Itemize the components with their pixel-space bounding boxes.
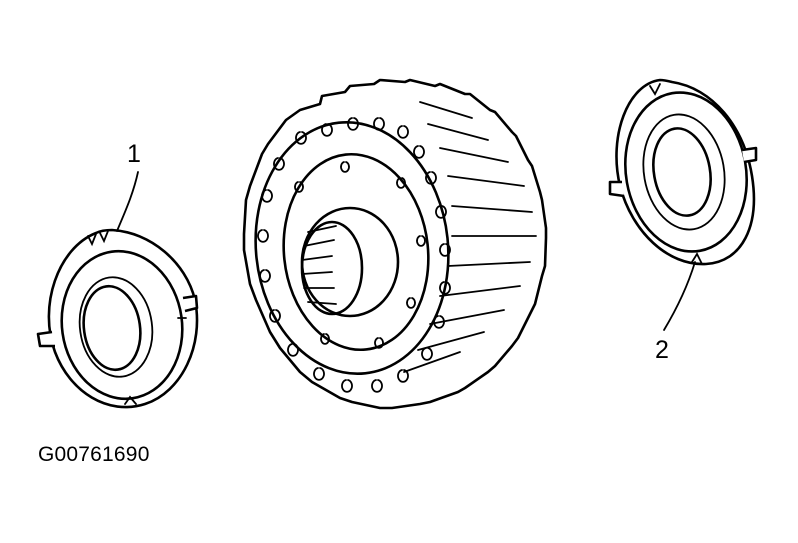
callout-1: 1 (127, 140, 141, 168)
leader-line-1 (116, 171, 139, 232)
figure-id: G00761690 (38, 443, 150, 466)
leader-line-2 (663, 261, 696, 331)
thrust-washer-left (36, 228, 199, 409)
thrust-washer-right (608, 78, 758, 266)
clutch-hub (242, 78, 548, 410)
callout-2: 2 (655, 336, 669, 364)
